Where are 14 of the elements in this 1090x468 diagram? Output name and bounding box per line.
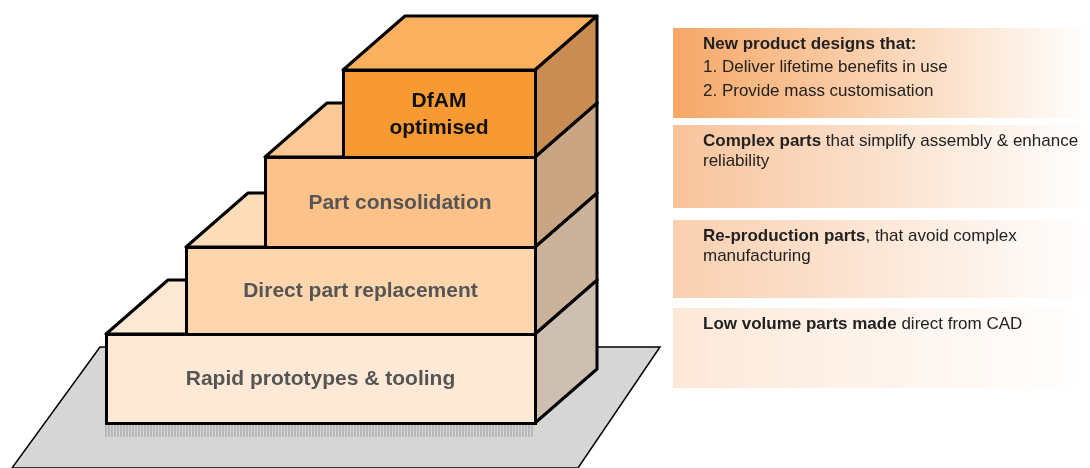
panel-text: Complex parts that simplify assembly & enhance reliability [703, 131, 1080, 172]
panel-heading: New product designs that: [703, 34, 918, 55]
step-label: Direct part replacement [243, 277, 478, 304]
stair-step [341, 68, 537, 159]
panel-text: 2. Provide mass customisation [703, 80, 935, 102]
panel-text: Low volume parts made direct from CAD [703, 314, 1024, 335]
stair-step [184, 245, 537, 336]
step-label: DfAM optimised [388, 87, 490, 140]
panel-text: 1. Deliver lifetime benefits in use [703, 57, 949, 78]
step-label: Part consolidation [308, 188, 492, 215]
stair-step [104, 332, 537, 425]
step-label: Rapid prototypes & tooling [185, 365, 456, 392]
panel-text: Re-production parts, that avoid complex manufacturing [703, 226, 1018, 267]
stair-step [263, 155, 537, 249]
